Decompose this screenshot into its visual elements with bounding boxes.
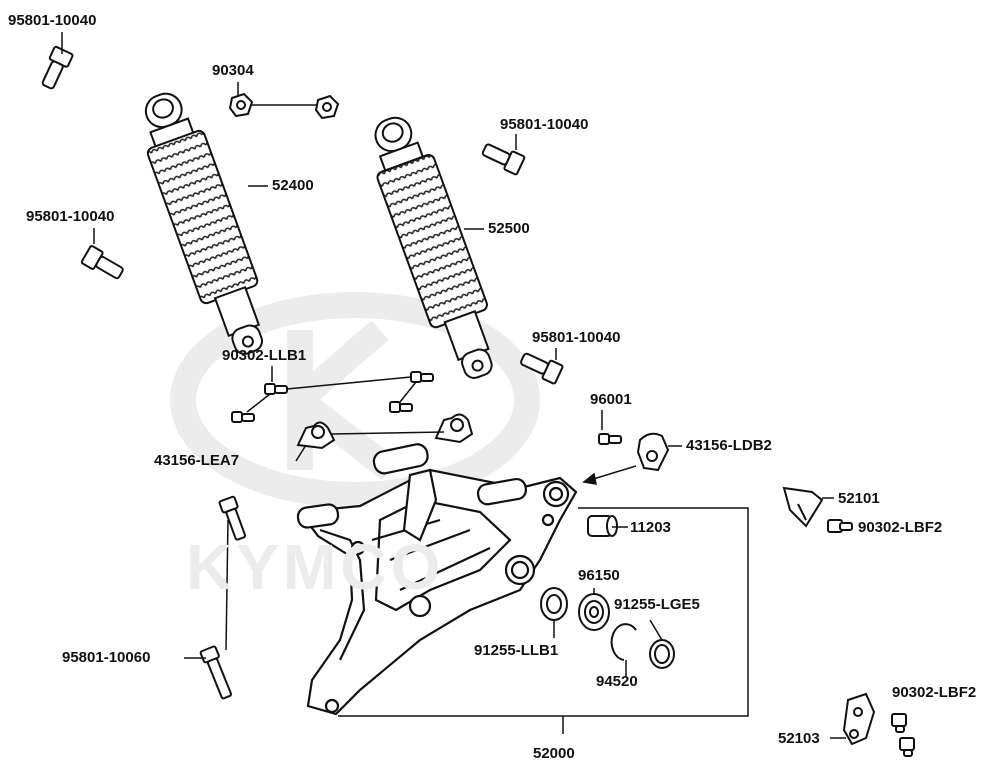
- circlip-94520: [610, 623, 637, 676]
- bolt-95801-10040-a: [41, 45, 74, 90]
- label-52103: 52103: [778, 730, 820, 747]
- label-90302-lbf2-b: 90302-LBF2: [892, 684, 977, 701]
- bolt-95801-10040-d: [520, 352, 564, 385]
- label-52400: 52400: [272, 177, 314, 194]
- seal-91255-lge5: [649, 619, 675, 669]
- label-96001: 96001: [590, 391, 632, 408]
- shock-absorber-52500: [374, 116, 493, 379]
- watermark-text: KYMCO: [186, 531, 445, 603]
- bolt-90302-llb1: [231, 371, 434, 423]
- bolt-90302-lbf2-a: [827, 519, 853, 533]
- bracket-52103: [830, 692, 876, 746]
- bolt-90302-lbf2-b: [891, 713, 915, 757]
- label-91255-lge5: 91255-LGE5: [614, 596, 700, 613]
- label-95801-10040-c: 95801-10040: [500, 116, 589, 133]
- label-95801-10040-d: 95801-10040: [532, 329, 621, 346]
- label-95801-10040-a: 95801-10040: [8, 12, 97, 29]
- assembly-outline-box: [338, 507, 749, 734]
- label-52500: 52500: [488, 220, 530, 237]
- bolt-95801-10040-c: [481, 143, 526, 176]
- leader-lines: [61, 32, 603, 659]
- label-95801-10060: 95801-10060: [62, 649, 151, 666]
- bushing-11203: [587, 515, 628, 537]
- bearing-96150: [578, 588, 610, 631]
- label-43156-lea7: 43156-LEA7: [154, 452, 240, 469]
- shock-absorber-52400: [144, 92, 263, 355]
- label-96150: 96150: [578, 567, 620, 584]
- label-94520: 94520: [596, 673, 638, 690]
- label-52000: 52000: [533, 745, 575, 762]
- label-90302-llb1: 90302-LLB1: [222, 347, 307, 364]
- arrow-to-swingarm: [582, 465, 637, 485]
- label-95801-10040-b: 95801-10040: [26, 208, 115, 225]
- label-90304: 90304: [212, 62, 254, 79]
- label-90302-lbf2-a: 90302-LBF2: [858, 519, 943, 536]
- clamp-43156-ldb2: [636, 432, 682, 472]
- nut-90304: [228, 92, 340, 120]
- bolt-95801-10040-b: [80, 245, 124, 280]
- label-52101: 52101: [838, 490, 880, 507]
- swingarm-52000: [296, 443, 578, 716]
- bracket-52101: [782, 486, 834, 528]
- label-91255-llb1: 91255-LLB1: [474, 642, 559, 659]
- label-43156-ldb2: 43156-LDB2: [686, 437, 772, 454]
- clamp-43156-lea7: [295, 413, 474, 462]
- label-11203: 11203: [630, 519, 671, 536]
- seal-91255-llb1: [540, 587, 568, 638]
- bolt-96001: [598, 433, 622, 445]
